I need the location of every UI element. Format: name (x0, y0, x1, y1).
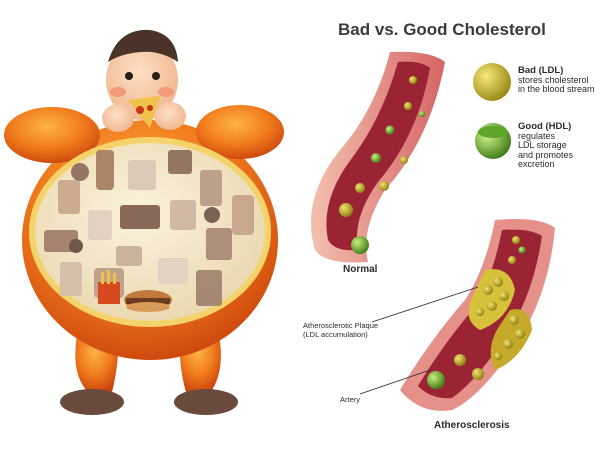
overweight-figure-illustration (4, 29, 284, 415)
hdl-legend-description: regulates LDL storage and promotes excre… (518, 130, 574, 169)
hdl-legend: Good (HDL) regulates LDL storage and pro… (518, 122, 598, 170)
plaque-annotation: Atherosclerotic Plaque (LDL accumulation… (303, 321, 379, 339)
artery-annotation: Artery (340, 395, 361, 404)
normal-caption: Normal (343, 264, 378, 275)
diagram-title: Bad vs. Good Cholesterol (338, 20, 546, 39)
atherosclerosis-caption: Atherosclerosis (434, 420, 510, 431)
ldl-particle-icon (473, 63, 511, 101)
ldl-legend-description: stores cholesterol in the blood stream (518, 74, 595, 94)
hdl-legend-heading: Good (HDL) (518, 121, 572, 132)
ldl-legend: Bad (LDL) stores cholesterol in the bloo… (518, 66, 598, 95)
atherosclerosis-artery-illustration (400, 219, 555, 411)
normal-artery-illustration (310, 51, 445, 263)
hdl-particle-icon (475, 123, 511, 159)
ldl-legend-heading: Bad (LDL) (518, 65, 564, 76)
